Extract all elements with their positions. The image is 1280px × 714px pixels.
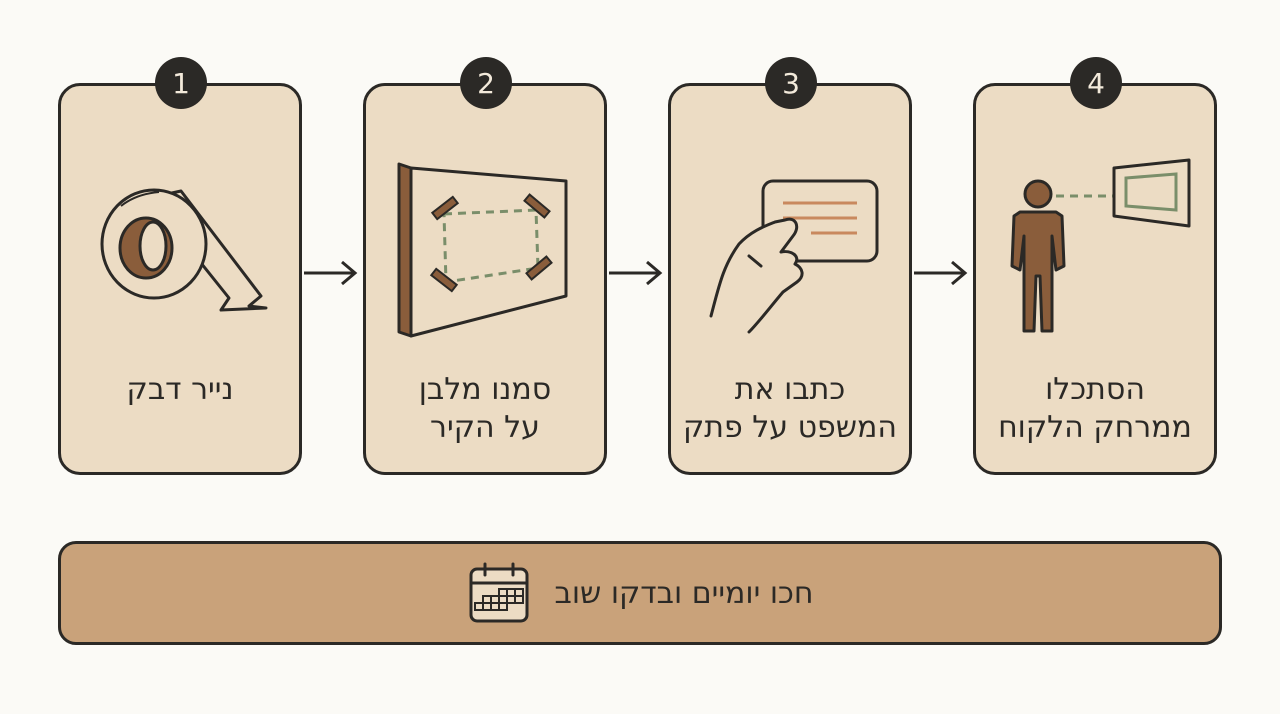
step-number-badge: 1 [155,57,207,109]
step-label: נייר דבק [126,372,234,407]
calendar-icon [469,562,529,623]
step-label: הסתכלו ממרחק הלקוח [998,372,1192,445]
person-viewing-icon [1010,158,1191,333]
step-number-badge: 2 [460,57,512,109]
step-card-2: סמנו מלבן על הקיר [363,83,607,475]
footer-text: חכו יומיים ובדקו שוב [554,575,814,611]
step-card-4: הסתכלו ממרחק הלקוח [973,83,1217,475]
step-card-3: כתבו את המשפט על פתק [668,83,912,475]
step-number-badge: 4 [1070,57,1122,109]
step-card-1: נייר דבק [58,83,302,475]
step-label: כתבו את המשפט על פתק [682,372,898,445]
arrow-right-icon [304,260,358,286]
tape-roll-icon [100,188,268,312]
step-label: סמנו מלבן על הקיר [418,372,552,445]
hand-note-icon [709,179,879,334]
footer-banner: חכו יומיים ובדקו שוב [58,541,1222,645]
wall-rectangle-icon [397,162,568,338]
arrow-right-icon [609,260,663,286]
arrow-right-icon [914,260,968,286]
step-number-badge: 3 [765,57,817,109]
